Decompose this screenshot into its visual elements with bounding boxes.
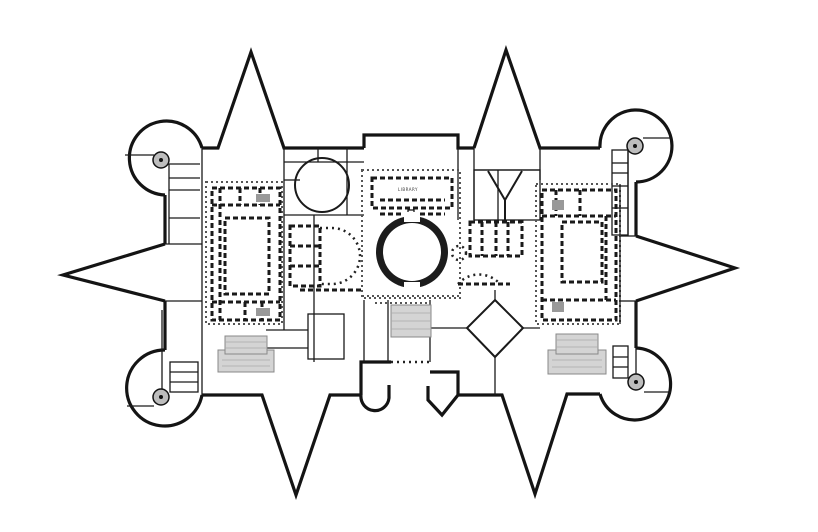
circular-room (294, 157, 350, 213)
small-round-chamber (450, 244, 468, 262)
west-apse-hall (288, 224, 364, 292)
spiral-stairs (125, 137, 671, 407)
ne-tower-wall (598, 108, 674, 184)
west-entrance-stair (217, 335, 275, 373)
se-tower-wall (598, 346, 673, 422)
diamond-room (465, 298, 525, 359)
square-room (307, 313, 345, 360)
west-courtyard (223, 216, 271, 296)
left-star-point (57, 242, 166, 303)
east-apse-hall (457, 220, 524, 286)
y-partition (487, 170, 523, 202)
nw-tower-wall (127, 119, 204, 197)
outer-perimeter (57, 44, 741, 500)
bottom-right-star-point (458, 392, 600, 500)
central-block: LIBRARY (361, 169, 468, 304)
central-rotunda (383, 223, 441, 281)
west-courtyard-wing (205, 181, 283, 325)
inner-partitions (165, 148, 636, 395)
top-left-star-point (202, 47, 364, 150)
entrance-left-apse (359, 385, 391, 413)
top-center-block (362, 133, 474, 150)
sw-tower-wall (125, 348, 204, 428)
east-courtyard-wing (535, 183, 621, 325)
right-star-point (635, 234, 741, 303)
entrance-right-wall (430, 370, 460, 395)
bottom-left-star-point (202, 393, 361, 500)
entrance-left-wall (359, 360, 391, 395)
entrance-stairs (217, 304, 607, 375)
east-entrance-stair (547, 333, 607, 375)
library-label: LIBRARY (398, 187, 418, 192)
top-right-star-point (472, 44, 600, 150)
central-entrance-stair (390, 304, 432, 338)
entrance-right-v (426, 386, 460, 418)
library-room (370, 176, 454, 210)
east-courtyard (560, 220, 604, 284)
